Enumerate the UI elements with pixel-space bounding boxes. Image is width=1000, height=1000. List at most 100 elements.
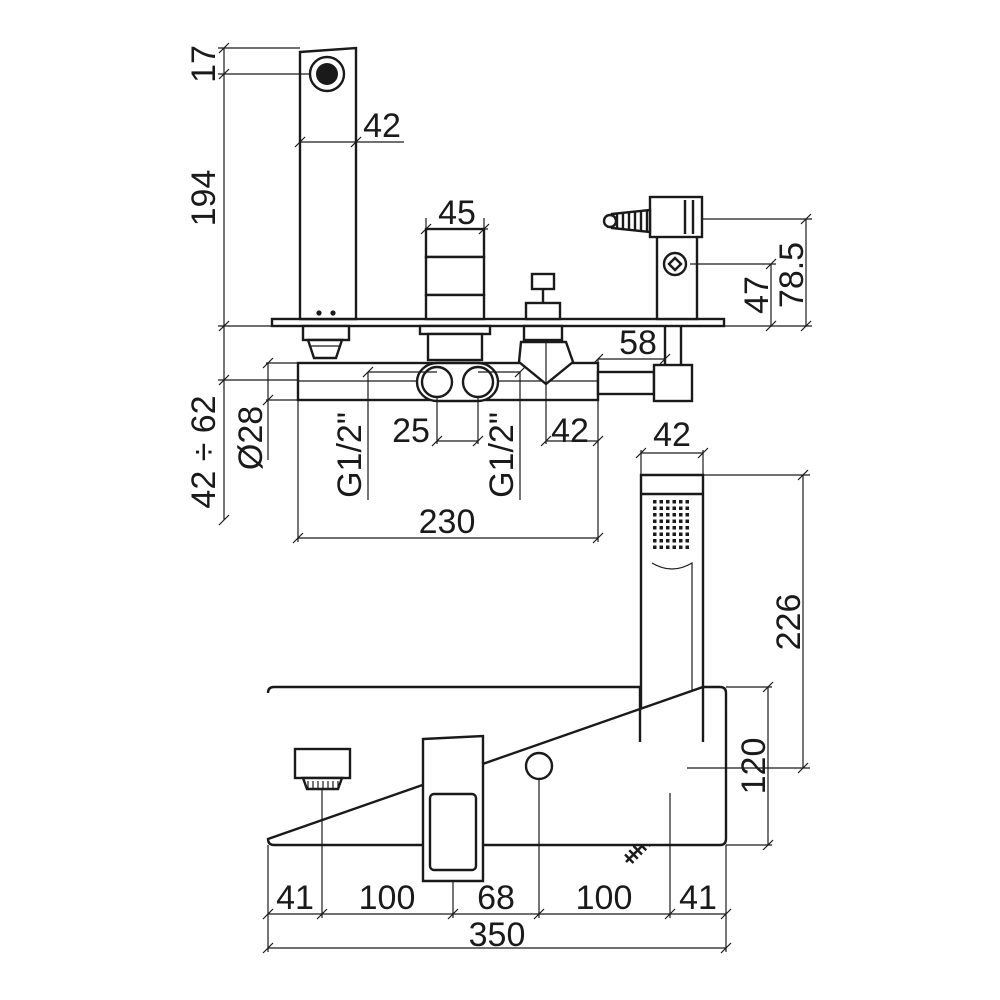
dim-spacing-2: 100 — [359, 879, 416, 917]
dimension-tick — [218, 514, 230, 526]
hose-ring — [628, 849, 639, 860]
spray-nozzle — [679, 526, 683, 530]
plan-mixer-lever — [421, 734, 485, 883]
spray-nozzle — [653, 545, 657, 549]
spray-nozzle — [672, 500, 676, 504]
dimension-tick — [514, 366, 526, 378]
deck-plate — [270, 317, 726, 328]
mounting-plate — [266, 685, 728, 847]
spray-nozzle — [685, 513, 689, 517]
mixer-cartridge — [418, 227, 492, 362]
spray-nozzle — [679, 500, 683, 504]
dimension-tick — [765, 320, 777, 332]
spray-nozzle — [672, 539, 676, 543]
spray-nozzle — [666, 539, 670, 543]
spray-nozzle — [679, 513, 683, 517]
dim-spout-height: 194 — [185, 170, 223, 227]
dimension-tick — [362, 366, 374, 378]
spray-nozzle — [653, 513, 657, 517]
spray-nozzle — [666, 519, 670, 523]
dimension-tick — [218, 42, 230, 54]
dimension-tick — [431, 435, 443, 447]
spray-nozzle — [672, 545, 676, 549]
dimension-tick — [635, 447, 647, 459]
dimension-tick — [533, 908, 545, 920]
spray-nozzle — [685, 519, 689, 523]
dim-inlet-right: G1/2" — [483, 412, 521, 498]
dimension-tick — [262, 394, 274, 406]
spray-nozzle — [653, 532, 657, 536]
spray-nozzle — [666, 526, 670, 530]
spray-nozzle — [672, 519, 676, 523]
spray-nozzle — [653, 539, 657, 543]
hose-ring — [624, 853, 635, 864]
spray-nozzle — [679, 539, 683, 543]
spray-nozzle-grid — [653, 500, 689, 549]
dimension-tick — [800, 213, 812, 225]
dim-body-length: 230 — [419, 503, 476, 541]
spray-nozzle — [672, 506, 676, 510]
dim-spacing-5: 41 — [679, 879, 717, 917]
dimension-tick — [262, 942, 274, 954]
spray-nozzle — [666, 500, 670, 504]
spray-nozzle — [672, 513, 676, 517]
spray-nozzle — [672, 526, 676, 530]
diverter — [517, 272, 575, 386]
spray-nozzle — [685, 532, 689, 536]
dimension-tick — [762, 681, 774, 693]
dim-spacing-1: 41 — [276, 879, 314, 917]
spray-nozzle — [653, 500, 657, 504]
dimension-tick — [697, 447, 709, 459]
hose-ring — [632, 845, 643, 856]
dim-spout-top-lip: 17 — [185, 45, 223, 83]
dim-plate-length: 350 — [469, 916, 526, 954]
spray-nozzle — [679, 506, 683, 510]
dim-spacing-3: 68 — [477, 879, 515, 917]
dimension-tick — [478, 223, 490, 235]
spray-nozzle — [659, 519, 663, 523]
dim-holder-offset: 58 — [619, 324, 657, 362]
dim-diverter-offset: 42 — [551, 412, 589, 450]
plan-spout-outlet — [293, 747, 352, 791]
dimension-tick — [664, 908, 676, 920]
dim-handle-total-height: 78.5 — [773, 242, 811, 308]
spray-nozzle — [679, 545, 683, 549]
dimension-tick — [720, 908, 732, 920]
spray-nozzle — [685, 500, 689, 504]
spray-nozzle — [666, 506, 670, 510]
spray-nozzle — [666, 513, 670, 517]
spray-nozzle — [685, 539, 689, 543]
dimension-tick — [292, 532, 304, 544]
dimension-tick — [262, 357, 274, 369]
dimension-tick — [420, 223, 432, 235]
dimension-tick — [765, 258, 777, 270]
dimension-tick — [218, 68, 230, 80]
spray-nozzle — [679, 519, 683, 523]
spray-nozzle — [685, 526, 689, 530]
dimension-tick — [797, 469, 809, 481]
dim-spout-width: 42 — [363, 107, 401, 145]
elevation-view — [270, 46, 726, 403]
spray-nozzle — [685, 545, 689, 549]
spray-nozzle — [659, 500, 663, 504]
dim-pipe-diameter: Ø28 — [232, 406, 270, 470]
dimension-tick — [659, 353, 671, 365]
plan-diverter-knob — [524, 751, 554, 781]
dim-spacing-4: 100 — [576, 879, 633, 917]
dimension-lines — [218, 42, 812, 954]
dimension-tick — [218, 374, 230, 386]
spray-nozzle — [659, 513, 663, 517]
dimension-tick — [294, 136, 306, 148]
dimension-tick — [316, 908, 328, 920]
dimension-tick — [797, 762, 809, 774]
spray-nozzle — [666, 545, 670, 549]
dim-inlet-spacing: 25 — [392, 412, 430, 450]
spout — [298, 46, 358, 360]
spray-nozzle — [653, 526, 657, 530]
spray-nozzle — [672, 532, 676, 536]
dimension-tick — [592, 435, 604, 447]
dimension-tick — [472, 435, 484, 447]
dimension-tick — [262, 908, 274, 920]
dimension-tick — [762, 839, 774, 851]
